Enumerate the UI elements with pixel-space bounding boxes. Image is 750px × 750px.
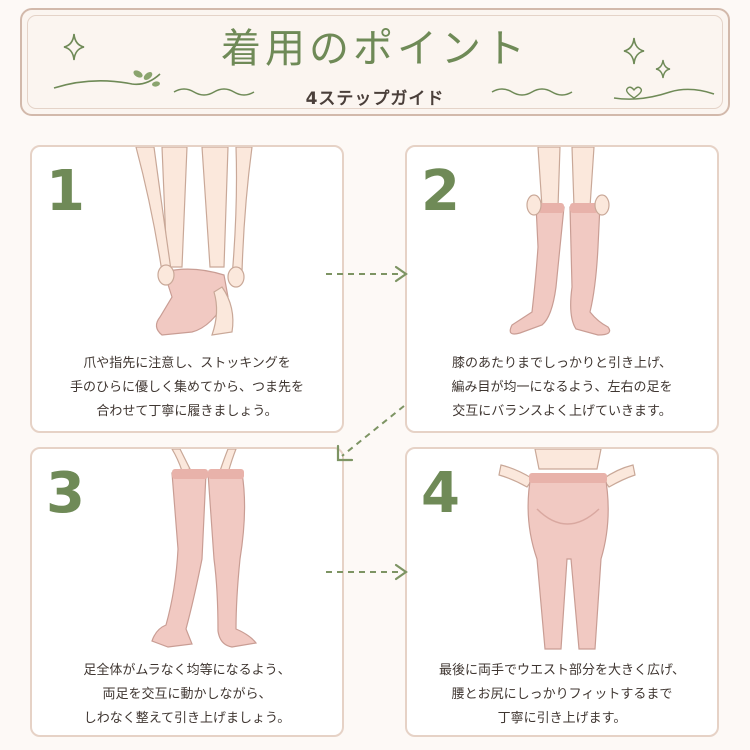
leaf-vine-icon (53, 70, 161, 89)
header-inner-border (27, 15, 723, 109)
step-text-line: しわなく整えて引き上げましょう。 (83, 711, 291, 726)
step3-illustration (151, 449, 258, 648)
step-text-line: 両足を交互に動かしながら、 (102, 687, 272, 702)
step-card-1: 1 爪や指先に注意し、ストッキングを 手のひらに優しく集めてから、つま先を 合わ… (30, 145, 344, 433)
step-number: 2 (421, 159, 460, 224)
step-text-line: 合わせて丁寧に履きましょう。 (96, 404, 278, 419)
wave-line-icon (491, 88, 573, 96)
step-text-line: 交互にバランスよく上げていきます。 (452, 404, 672, 419)
step-number: 4 (421, 461, 460, 526)
heart-vine-icon (613, 86, 715, 100)
sparkle-icon (63, 33, 85, 61)
step-text-line: 編み目が均一になるよう、左右の足を (451, 380, 673, 395)
page-subtitle: 4ステップガイド (305, 89, 445, 109)
header-banner: 着用のポイント 4ステップガイド (20, 8, 730, 116)
sparkle-icon (655, 59, 671, 79)
arrow-right-icon (326, 265, 408, 283)
sparkle-icon (623, 37, 645, 65)
wave-line-icon (173, 88, 255, 96)
step-card-4: 4 最後に両手でウエスト部分を大きく広げ、 腰とお尻にしっかりフィットするまで … (405, 447, 719, 737)
step-text-line: 手のひらに優しく集めてから、つま先を (69, 380, 304, 395)
step-text-line: 膝のあたりまでしっかりと引き上げ、 (451, 356, 673, 371)
step2-illustration (509, 147, 611, 336)
step-text-line: 腰とお尻にしっかりフィットするまで (451, 687, 673, 702)
step4-illustration (498, 449, 636, 650)
step-text-line: 足全体がムラなく均等になるよう、 (83, 663, 291, 678)
step-number: 3 (46, 461, 85, 526)
step-text-line: 丁寧に引き上げます。 (497, 711, 627, 726)
step-number: 1 (46, 159, 85, 224)
arrow-down-left-icon (336, 405, 405, 462)
arrow-right-icon (326, 563, 408, 581)
step1-illustration (135, 147, 253, 336)
step-text-line: 爪や指先に注意し、ストッキングを (83, 356, 291, 371)
step-card-2: 2 膝のあたりまでしっかりと引き上げ、 編み目が均一になるよう、左右の足を 交互… (405, 145, 719, 433)
step-card-3: 3 足全体がムラなく均等になるよう、 両足を交互に動かしながら、 しわなく整えて… (30, 447, 344, 737)
step-text-line: 最後に両手でウエスト部分を大きく広げ、 (438, 663, 686, 678)
page-title: 着用のポイント (221, 26, 529, 72)
